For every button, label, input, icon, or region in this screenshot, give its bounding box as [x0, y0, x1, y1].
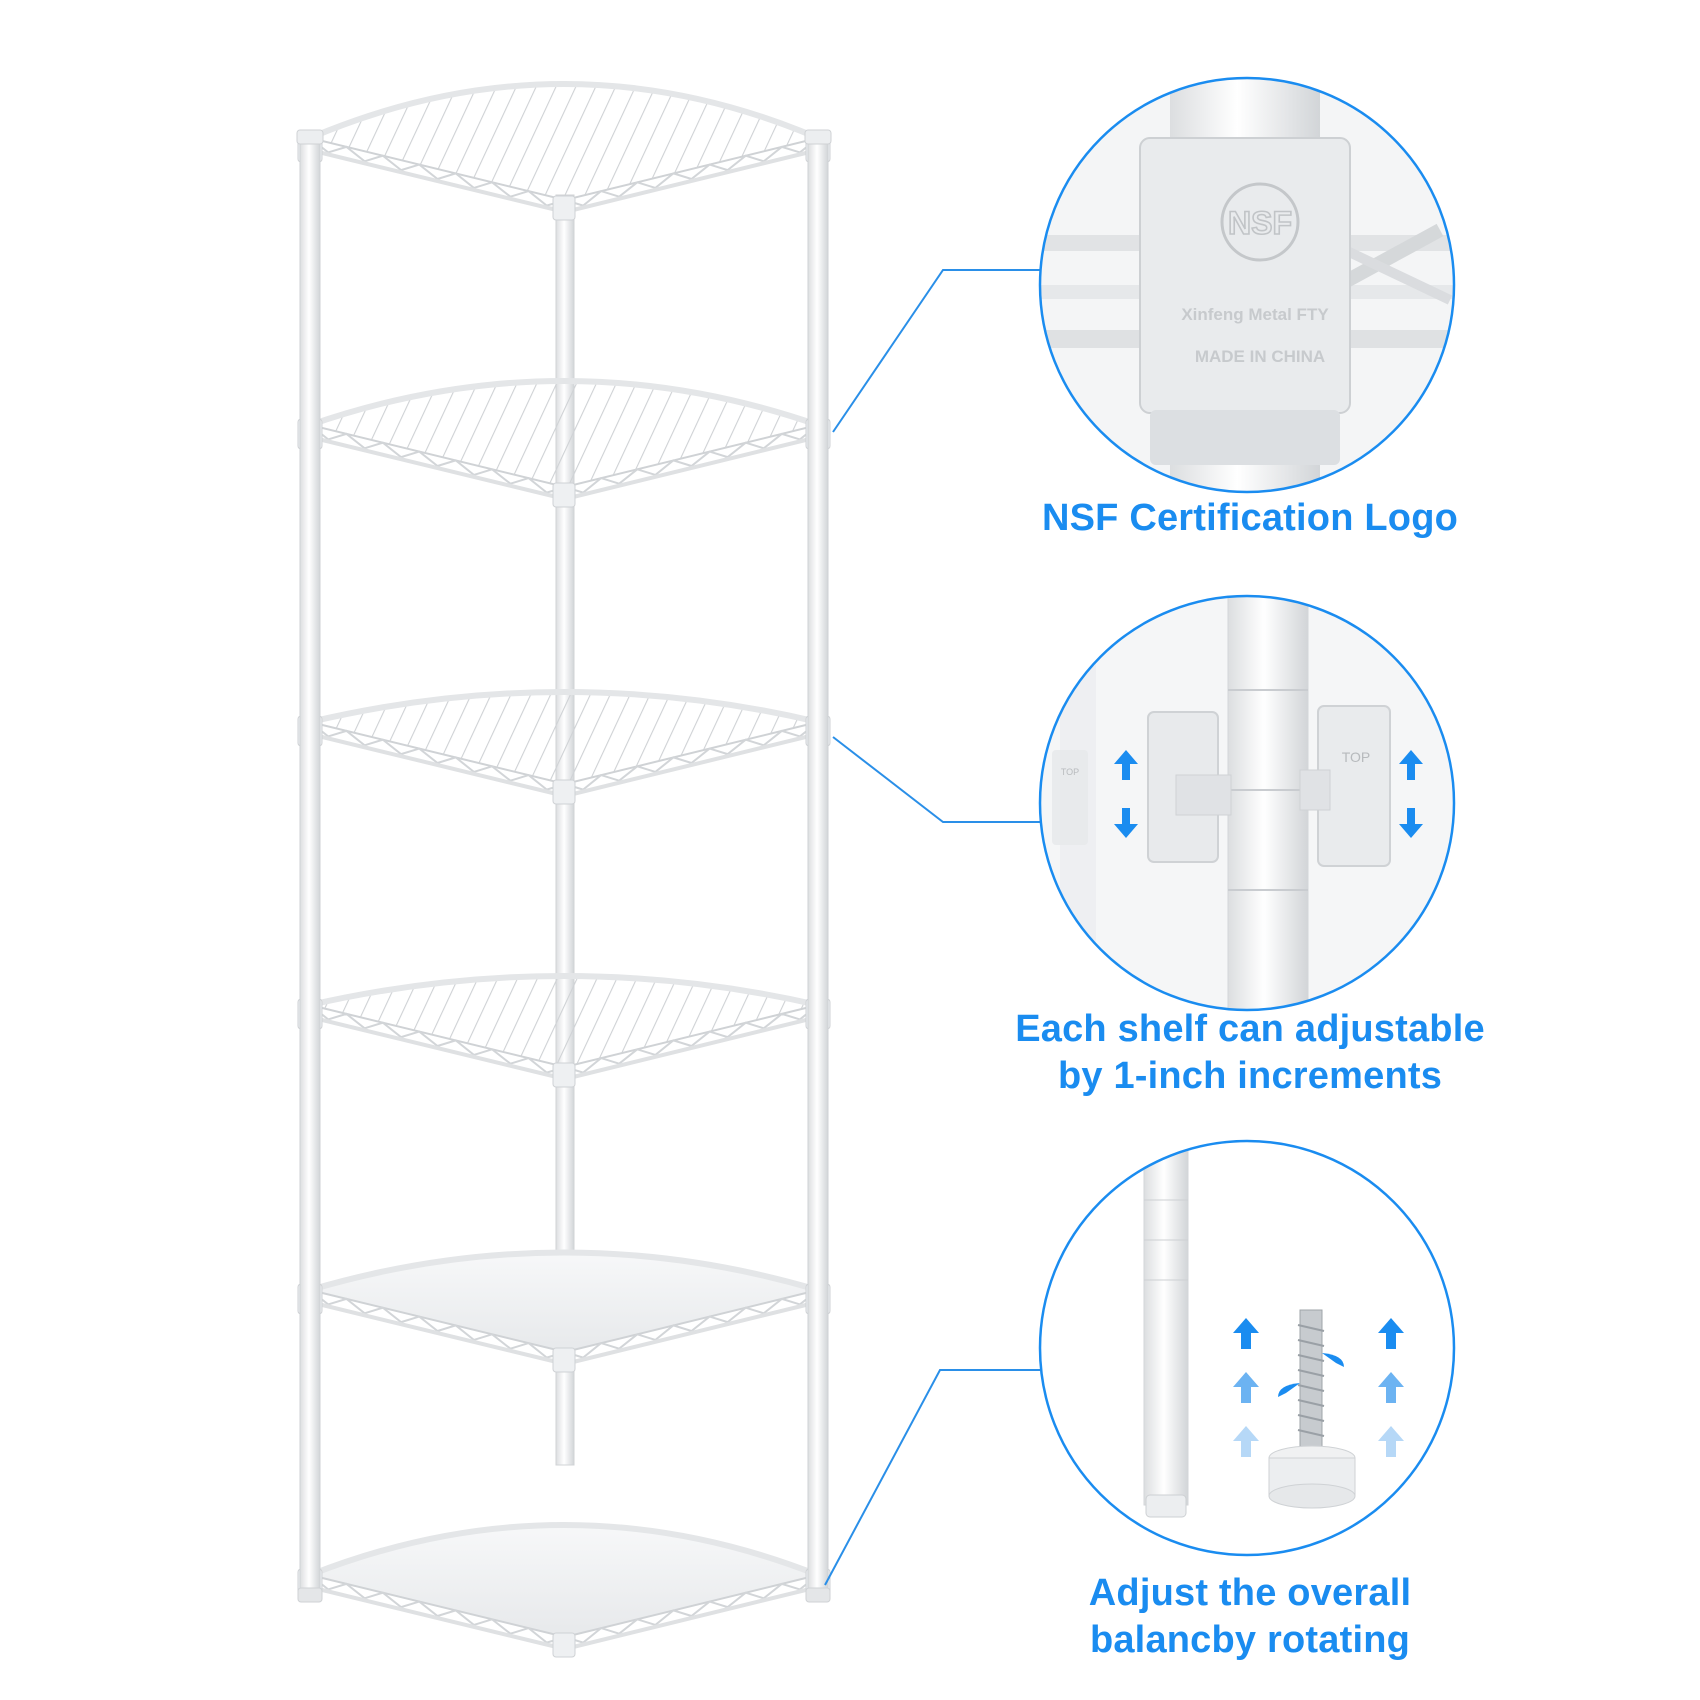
origin-emboss-text: MADE IN CHINA	[1195, 347, 1325, 366]
right-post-cap	[804, 129, 832, 145]
post-sleeve-back	[552, 1062, 576, 1088]
caption-shelf-adjustable: Each shelf can adjustable by 1-inch incr…	[970, 1006, 1530, 1100]
callout-circle-nsf	[1038, 76, 1456, 494]
rotate-arrow-icon	[1322, 1353, 1344, 1367]
right-foot	[805, 1587, 831, 1603]
arrow-up-icon	[1233, 1372, 1259, 1403]
svg-text:TOP: TOP	[1061, 767, 1079, 777]
leader-line-nsf	[832, 269, 1040, 433]
adjust-arrows	[1114, 750, 1423, 838]
arrow-up-icon	[1114, 750, 1138, 780]
shelf-front-rim	[309, 378, 819, 428]
shelf-wire-mesh	[306, 380, 822, 489]
shelf-bottom-bar	[309, 435, 566, 501]
shelf-tiers	[297, 81, 831, 1658]
caption-leveling-balance: Adjust the overall balancby rotating	[970, 1570, 1530, 1664]
shelf-bottom-bar	[309, 1300, 566, 1366]
shelf-bottom-bar	[309, 1015, 566, 1081]
shelf-tier	[297, 1249, 831, 1373]
shelf-solid-panel	[306, 1251, 822, 1354]
shelf-front-rim	[309, 973, 819, 1008]
shelf-bottom-bar	[564, 1585, 819, 1651]
front-right-post	[807, 134, 829, 1596]
nsf-emboss-text: NSF	[1228, 205, 1292, 241]
shelf-bottom-bar	[309, 732, 566, 798]
arrow-up-icon	[1378, 1372, 1404, 1403]
shelf-front-rim	[308, 81, 820, 141]
shelf-tier	[297, 378, 831, 508]
caption-line: by 1-inch increments	[1057, 1055, 1443, 1097]
shelf-tier	[297, 81, 831, 221]
leader-line-feet	[824, 1369, 1040, 1586]
callout-shelf-clip: TOP TOP	[1038, 594, 1456, 1012]
shelf-front-rim	[308, 1522, 820, 1578]
shelf-tier	[297, 1522, 831, 1658]
arrow-up-icon	[1378, 1426, 1404, 1457]
manufacturer-emboss-text: Xinfeng Metal FTY	[1181, 305, 1329, 324]
shelf-solid-panel	[306, 1524, 822, 1639]
callout-leveling-foot	[1038, 1139, 1456, 1557]
leader-line-shelf	[832, 736, 1040, 823]
arrow-up-icon	[1399, 750, 1423, 780]
arrow-up-icon	[1233, 1318, 1259, 1349]
arrow-up-icon	[1233, 1426, 1259, 1457]
raise-arrows	[1233, 1318, 1404, 1457]
post-sleeve-back	[552, 195, 576, 221]
corner-shelf-unit	[296, 81, 832, 1658]
caption-line: Each shelf can adjustable	[1015, 1008, 1485, 1050]
left-post-cap	[296, 129, 324, 145]
leveling-screw	[1299, 1309, 1323, 1451]
caption-line: NSF Certification Logo	[1041, 497, 1459, 539]
shelf-bottom-bar	[564, 435, 819, 501]
shelf-bottom-bar	[309, 1585, 566, 1651]
arrow-down-icon	[1399, 808, 1423, 838]
shelf-bottom-bar	[309, 148, 566, 214]
post-sleeve-back	[552, 779, 576, 805]
shelf-tier	[297, 689, 831, 805]
arrow-down-icon	[1114, 808, 1138, 838]
shelf-front-rim	[309, 1249, 819, 1293]
caption-nsf-certification: NSF Certification Logo	[970, 495, 1530, 542]
rotate-arrow-icon	[1278, 1383, 1300, 1397]
clip-top-label: TOP	[1342, 749, 1371, 765]
left-foot	[297, 1587, 323, 1603]
caption-line: Adjust the overall	[1088, 1572, 1412, 1614]
shelf-bottom-bar	[564, 1015, 819, 1081]
callout-lines	[824, 269, 1040, 1586]
shelf-front-rim	[309, 689, 819, 725]
nsf-emblem-ring	[1220, 182, 1300, 262]
callout-circle-feet	[1038, 1139, 1456, 1557]
shelf-tier	[297, 973, 831, 1088]
callout-circle-shelf	[1038, 594, 1456, 1012]
shelf-bottom-bar	[564, 732, 819, 798]
shelf-wire-mesh	[306, 83, 822, 202]
shelf-bottom-bar	[564, 148, 819, 214]
post-sleeve-back	[552, 1632, 576, 1658]
callout-nsf: NSF Xinfeng Metal FTY MADE IN CHINA	[1038, 76, 1456, 494]
arrow-up-icon	[1378, 1318, 1404, 1349]
shelf-bottom-bar	[564, 1300, 819, 1366]
post-sleeve-back	[552, 482, 576, 508]
post-sleeve-back	[552, 1347, 576, 1373]
front-left-post	[299, 134, 321, 1596]
caption-line: balancby rotating	[1089, 1619, 1411, 1661]
